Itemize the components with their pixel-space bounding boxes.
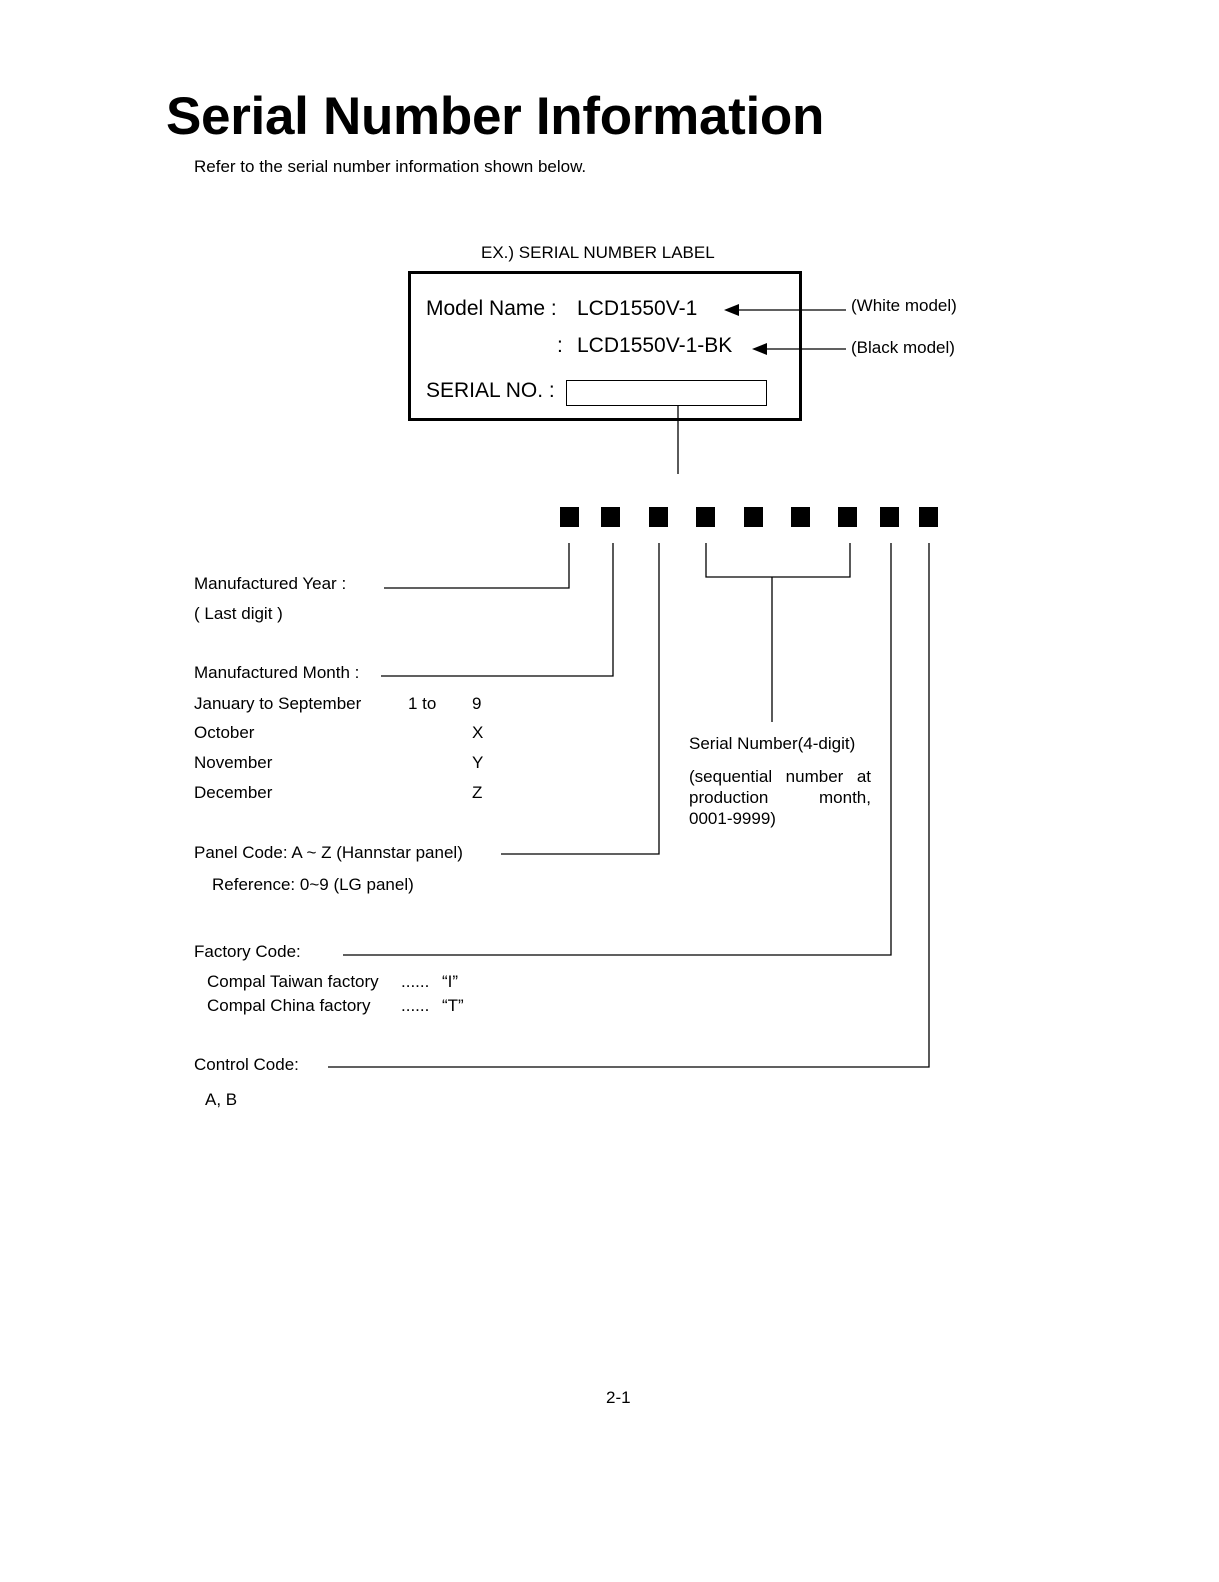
month-row-code: X [472,723,484,742]
month-row-code: Y [472,753,484,772]
month-row-range: 1 to [408,694,437,713]
factory-entry-name: Compal China factory [207,996,371,1015]
serial-digit-factory [880,507,899,527]
serial-digit-sequence-3 [791,507,810,527]
year-note: ( Last digit ) [194,604,283,623]
black-model-note: (Black model) [851,338,955,357]
panel-label: Panel Code: A ~ Z (Hannstar panel) [194,843,463,862]
page-number: 2-1 [606,1388,631,1407]
label-caption: EX.) SERIAL NUMBER LABEL [481,243,715,262]
month-leader [381,543,614,677]
model-black-value: LCD1550V-1-BK [577,334,733,357]
month-row-name: January to September [194,694,362,713]
month-row-code: Z [472,783,483,802]
serial-digit-control [919,507,938,527]
model-name-label: Model Name : [426,297,557,320]
serial-no-label: SERIAL NO. : [426,379,555,402]
serial-no-field [566,380,767,406]
control-values: A, B [205,1090,238,1109]
control-label: Control Code: [194,1055,299,1074]
factory-entry-code: “T” [442,996,464,1015]
factory-entry-dots: ...... [401,972,430,991]
serial-digit-panel [649,507,668,527]
month-row-name: November [194,753,273,772]
white-model-arrowhead [724,304,739,316]
control-leader [328,543,930,1068]
panel-reference: Reference: 0~9 (LG panel) [212,875,414,894]
page-subtitle: Refer to the serial number information s… [194,157,587,176]
serial-digit-year [560,507,579,527]
factory-label: Factory Code: [194,942,301,961]
month-row-name: December [194,783,273,802]
model-white-value: LCD1550V-1 [577,297,698,320]
sequence-label: Serial Number(4-digit) [689,734,856,753]
factory-entry-code: “I” [442,972,459,991]
black-model-arrowhead [752,343,767,355]
factory-entry-name: Compal Taiwan factory [207,972,379,991]
model-black-colon: : [557,334,563,357]
year-leader [384,543,570,589]
year-label: Manufactured Year : [194,574,347,593]
sequence-bracket [705,543,851,578]
month-row-code: 9 [472,694,482,713]
serial-digit-sequence-2 [744,507,763,527]
sequence-description: (sequential number at production month, … [689,767,871,828]
serial-digit-sequence-1 [696,507,715,527]
page-title: Serial Number Information [166,87,825,146]
factory-entry-dots: ...... [401,996,430,1015]
month-row-name: October [194,723,255,742]
panel-leader [501,543,660,855]
serial-label-box [408,271,802,421]
serial-digit-month [601,507,620,527]
month-label: Manufactured Month : [194,663,360,682]
white-model-note: (White model) [851,296,957,315]
serial-digit-sequence-4 [838,507,857,527]
factory-leader [343,543,892,956]
